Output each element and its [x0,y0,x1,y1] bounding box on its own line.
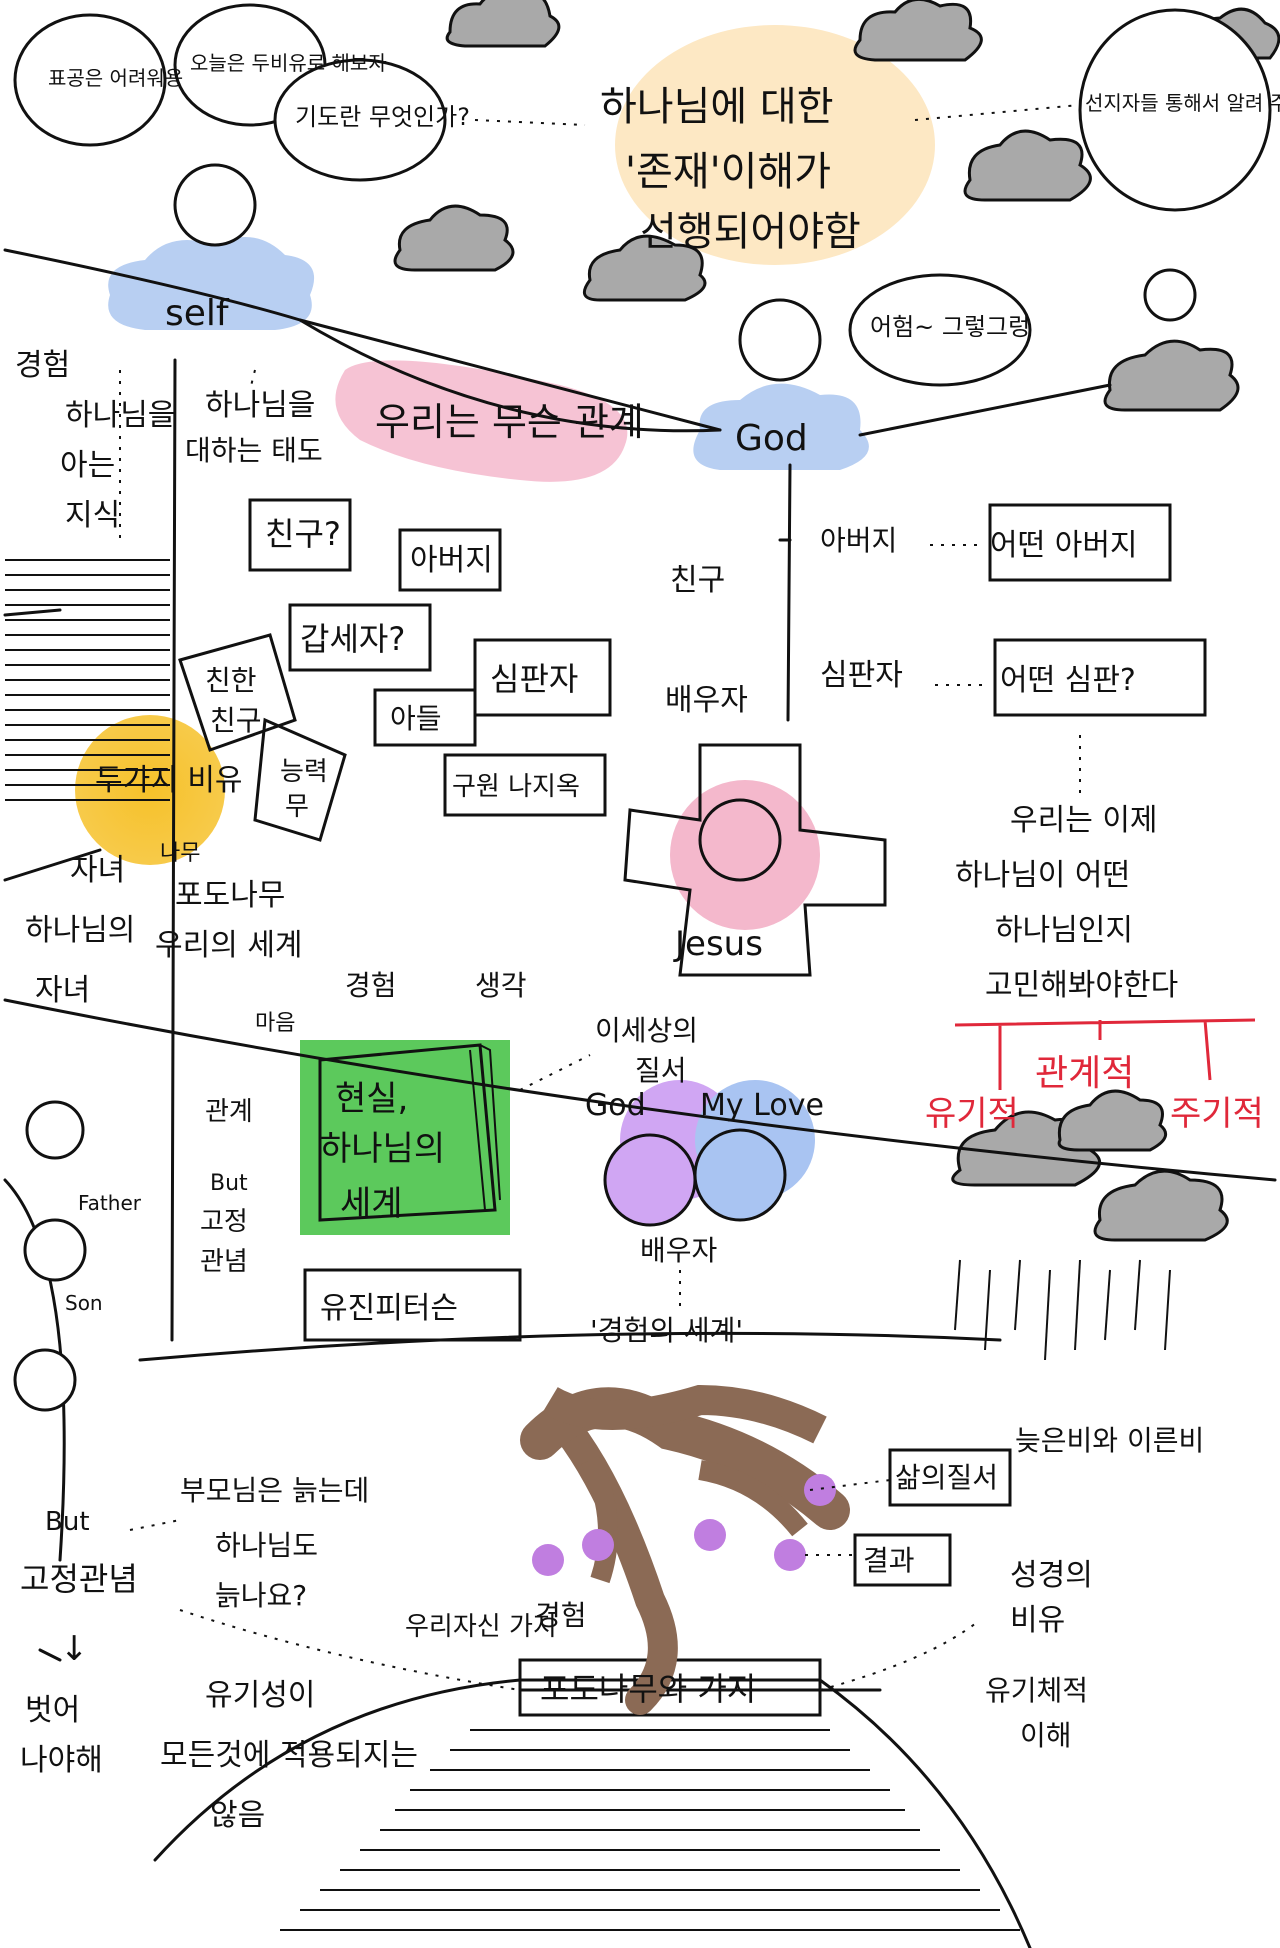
bl-organic-3: 않음 [210,1798,265,1833]
rel-close-2: 친구 [210,704,262,737]
top-note-line1: 하나님에 대한 [600,84,834,130]
now-line4: 고민해봐야한다 [985,968,1178,1003]
right-what-judge: 어떤 심판? [1000,663,1136,698]
relationship-label: 우리는 무슨 관계 [375,400,644,444]
right-judge: 심판자 [820,658,903,693]
jesus-label: Jesus [673,924,763,964]
parable-children: 자녀 [70,853,125,888]
tree-life-order: 삶의질서 [895,1461,998,1494]
now-line1: 우리는 이제 [1010,803,1158,838]
parable-two: 두가지 비유 [95,763,243,798]
bl-organic-1: 유기성이 [205,1678,315,1713]
bl-arrow: ↓ [60,1629,89,1669]
top-note-line2: '존재'이해가 [625,149,831,195]
green-line1: 현실, [335,1079,408,1119]
rel-father: 아버지 [410,543,493,578]
self-label: self [165,293,230,334]
tree-rain: 늦은비와 이른비 [1015,1424,1204,1457]
right-spouse: 배우자 [665,683,748,718]
talk-god-1: 하나님을 [205,388,315,423]
bubble-prayer: 기도란 무엇인가? [295,103,470,131]
tree-experience: 경험 [535,1599,587,1632]
love-god: God [585,1088,646,1123]
green-order-2: 질서 [635,1054,687,1087]
right-friend: 친구 [670,563,725,598]
bottom-left-texts: But 고정관념 ↓ 벗어 나야해 부모님은 늙는데 하나님도 늙나요? 유기성… [20,1474,418,1833]
rel-tax: 갑세자? [300,620,405,658]
god-label: God [735,418,808,459]
love-my-love: My Love [700,1088,824,1123]
red-mechanical: 주기적 [1170,1094,1264,1134]
parable-our-world-1: 포도나무 [175,878,285,913]
tree-vine-and-branch: 포도나무와 가지 [540,1670,756,1708]
left-know-3: 지식 [65,498,120,533]
love-spouse: 배우자 [640,1234,717,1267]
rel-heaven-hell: 구원 나지옥 [452,772,580,802]
left-experience: 경험 [15,348,70,383]
bl-escape-1: 벗어 [25,1693,80,1728]
green-thought: 생각 [475,969,527,1002]
green-relation: 관계 [205,1097,253,1127]
bubble-prophet: 선지자들 통해서 알려 주잖아! [1085,91,1280,115]
green-fixed-2: 관념 [200,1247,248,1277]
bl-parents-1: 부모님은 늙는데 [180,1474,369,1507]
bl-but: But [45,1507,90,1537]
green-experience: 경험 [345,969,397,1002]
top-note: 하나님에 대한 '존재'이해가 선행되어야함 [600,84,861,255]
now-line2: 하나님이 어떤 [955,858,1130,893]
tree-fruit: 결과 [863,1544,915,1577]
tree-organic-1: 유기체적 [985,1674,1088,1707]
family-father: Father [78,1191,142,1215]
talk-god-2: 대하는 태도 [185,434,323,467]
green-mind: 마음 [255,1011,295,1036]
love-experience-world: '경험의 세계' [590,1314,743,1347]
parable-vine: 나무 [160,841,200,866]
red-organic: 유기적 [925,1094,1019,1134]
parable-gods-children-1: 하나님의 [25,913,135,948]
tree-organic-2: 이해 [1020,1719,1072,1752]
rel-son: 아들 [390,702,442,735]
rain [955,1260,1170,1360]
now-note: 우리는 이제 하나님이 어떤 하나님인지 고민해봐야한다 [955,803,1178,1003]
rel-ability-1: 능력 [280,757,328,787]
family-son: Son [65,1291,103,1315]
tree-bible-1: 성경의 [1010,1558,1093,1593]
bubble-left-1: 표공은 어려워용 [48,66,183,90]
bl-organic-2: 모든것에 적용되지는 [160,1738,418,1773]
right-father: 아버지 [820,524,897,557]
parable-gods-children-2: 자녀 [35,973,90,1008]
left-know-2: 아는 [60,448,115,483]
green-but: But [210,1171,248,1196]
bl-parents-2: 하나님도 [215,1529,318,1562]
rel-friend-q: 친구? [265,515,341,553]
grapevine-tree [532,1400,836,1700]
red-relational: 관계적 [1035,1053,1134,1094]
bl-escape-2: 나야해 [20,1743,103,1778]
now-line3: 하나님인지 [995,913,1133,948]
left-column-texts: 경험 하나님을 아는 지식 하나님을 대하는 태도 [15,348,323,533]
green-order-1: 이세상의 [595,1014,698,1047]
green-line3: 세계 [340,1184,403,1224]
rel-judge: 심판자 [490,660,578,698]
top-note-line3: 선행되어야함 [640,209,861,255]
rel-ability-2: 무 [285,792,309,822]
bl-fixed: 고정관념 [20,1560,138,1598]
right-what-father: 어떤 아버지 [990,528,1138,563]
bl-parents-3: 늙나요? [215,1579,307,1612]
tree-bible-2: 비유 [1010,1603,1065,1638]
bubble-god: 어험~ 그렇그렁 [870,313,1030,341]
green-fixed-1: 고정 [200,1207,248,1237]
green-ys-sign: 유진피터슨 [320,1291,458,1326]
green-line2: 하나님의 [320,1129,445,1169]
bubble-left-2: 오늘은 두비유로 해보자 [190,51,387,75]
rel-close-1: 친한 [205,664,257,697]
parable-our-world-2: 우리의 세계 [155,928,303,963]
right-relation-texts: 아버지 어떤 아버지 친구 심판자 어떤 심판? 배우자 [665,524,1138,718]
